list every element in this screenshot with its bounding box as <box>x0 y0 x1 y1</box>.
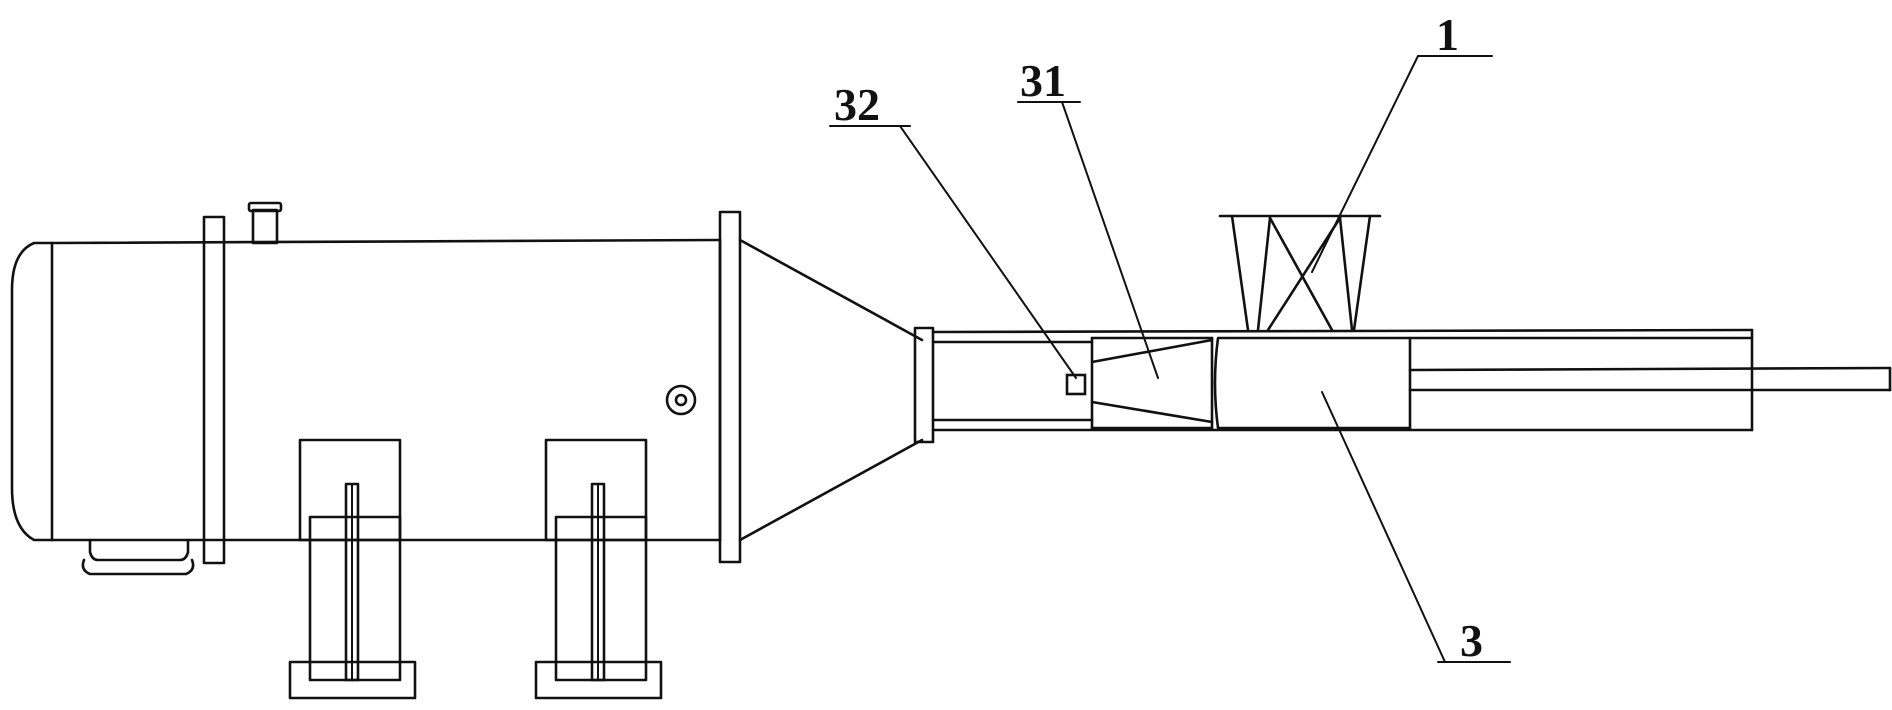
support-saddle-right <box>534 438 663 700</box>
tube-flange <box>913 326 935 444</box>
side-port <box>665 384 697 416</box>
right-flange <box>718 210 742 564</box>
conical-transition <box>738 238 924 542</box>
label-32: 32 <box>834 79 880 130</box>
bottom-outlet <box>81 538 195 576</box>
small-component <box>1065 373 1087 396</box>
feed-hopper <box>1218 214 1382 332</box>
left-flange <box>202 215 226 565</box>
drive-shaft <box>1408 336 1892 392</box>
leader-lines <box>829 55 1511 663</box>
support-saddle-left <box>288 438 417 700</box>
vessel <box>10 201 742 576</box>
label-31: 31 <box>1020 55 1066 106</box>
screw-body <box>1213 336 1412 430</box>
feed-tube <box>913 326 1892 444</box>
label-1: 1 <box>1436 9 1459 60</box>
label-3: 3 <box>1460 615 1483 666</box>
vessel-end-cap <box>10 241 54 542</box>
tapered-nozzle <box>1090 336 1214 430</box>
top-nozzle <box>247 201 283 245</box>
